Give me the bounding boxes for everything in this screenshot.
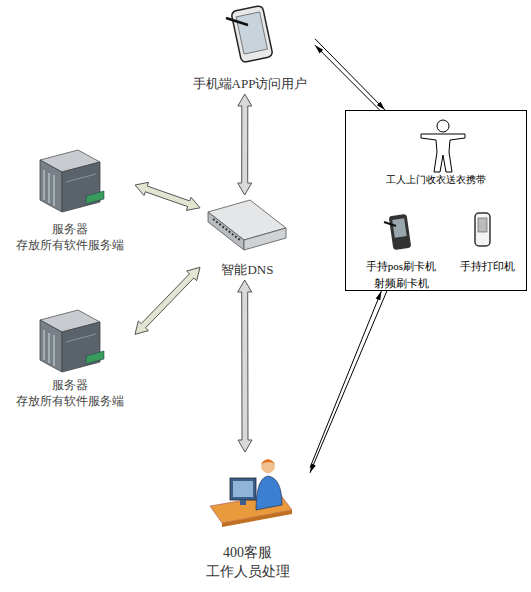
node-label: 手持打印机 <box>451 258 523 275</box>
block-arrow <box>238 280 252 452</box>
icon-node: 服务器 存放所有软件服务端 <box>5 145 135 253</box>
server-icon <box>40 310 104 372</box>
switch-icon <box>208 200 286 250</box>
tablet-icon <box>226 5 273 63</box>
group-box: 工人上门收衣送衣携带手持pos刷卡机 射频刷卡机手持打印机 <box>345 110 527 291</box>
node-label: 手机端APP访问用户 <box>185 76 315 92</box>
thin-arrow <box>315 45 380 110</box>
icon-node: 手机端APP访问用户 <box>185 2 315 94</box>
block-arrow <box>135 182 200 210</box>
icon-node: 服务器 存放所有软件服务端 <box>5 305 135 410</box>
printer-icon <box>475 213 490 246</box>
node-label: 手持pos刷卡机 射频刷卡机 <box>351 258 451 292</box>
worker-icon <box>421 120 465 172</box>
thin-arrow <box>310 291 387 473</box>
icon-node: 400客服 工作人员处理 <box>185 452 310 582</box>
icon-node: 手持pos刷卡机 射频刷卡机 <box>351 211 451 289</box>
thin-arrow <box>310 291 381 468</box>
node-label: 服务器 存放所有软件服务端 <box>5 221 135 253</box>
node-label: 工人上门收衣送衣携带 <box>386 174 486 187</box>
pos-icon <box>384 214 411 250</box>
block-arrow <box>135 267 200 334</box>
icon-node: 手持打印机 <box>451 211 523 271</box>
thin-arrow <box>315 39 385 110</box>
node-label: 400客服 工作人员处理 <box>185 543 310 581</box>
icon-node: 智能DNS <box>200 195 295 280</box>
node-label: 服务器 存放所有软件服务端 <box>5 377 135 409</box>
icon-node: 工人上门收衣送衣携带 <box>386 116 486 196</box>
operator-icon <box>210 459 292 527</box>
block-arrow <box>238 94 252 195</box>
server-icon <box>40 150 104 212</box>
node-label: 智能DNS <box>200 262 295 278</box>
